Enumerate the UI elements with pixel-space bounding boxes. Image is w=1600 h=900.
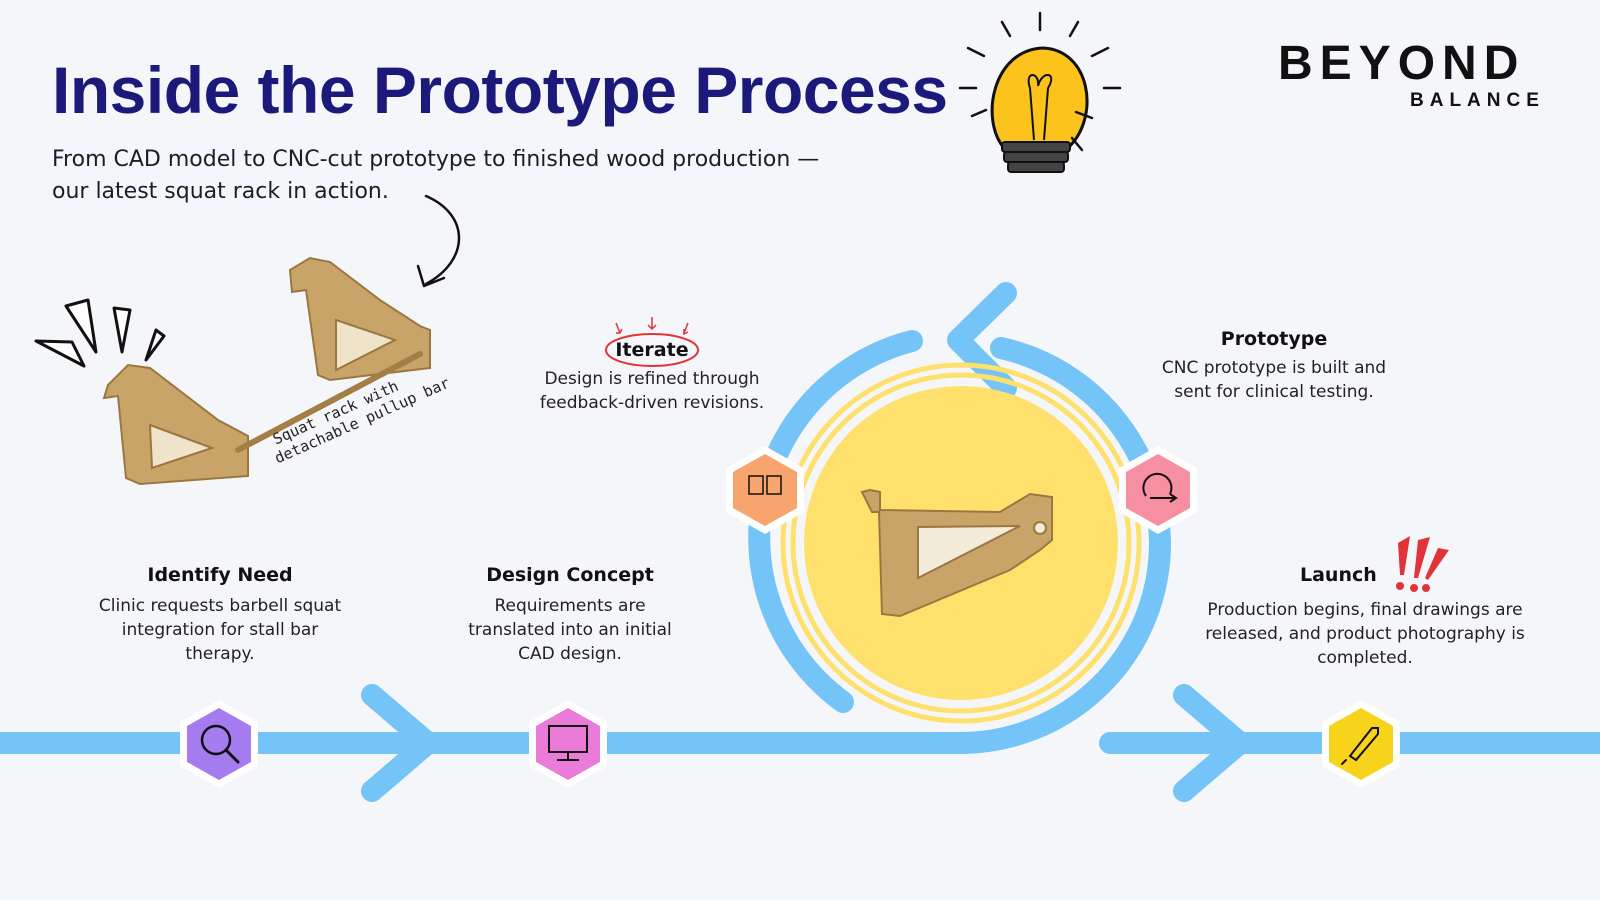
page-title: Inside the Prototype Process	[52, 53, 948, 127]
step-launch-title: Launch	[1300, 564, 1377, 586]
hex-identify-need	[180, 700, 258, 788]
step-description: Design is refined through feedback-drive…	[539, 369, 765, 413]
hex-design-concept	[529, 700, 607, 788]
flow-line	[0, 337, 1172, 754]
step-design-concept: Design Concept Requirements are translat…	[460, 564, 680, 666]
exclamation-marks-icon	[1396, 536, 1449, 592]
curved-arrow-icon	[424, 194, 461, 286]
hex-prototype	[1119, 446, 1197, 534]
step-identify-need: Identify Need Clinic requests barbell sq…	[90, 564, 350, 666]
step-description: CNC prototype is built and sent for clin…	[1161, 358, 1387, 402]
step-title: Identify Need	[147, 564, 293, 586]
rack-side-image	[860, 488, 1053, 618]
cycle-arrowhead	[947, 282, 1017, 399]
squat-rack-image	[102, 256, 431, 486]
arrow-chevron-2	[1173, 684, 1251, 802]
step-prototype: Prototype CNC prototype is built and sen…	[1158, 328, 1390, 404]
page-subtitle: From CAD model to CNC-cut prototype to f…	[52, 147, 820, 204]
iterate-highlight	[605, 333, 699, 367]
step-title: Prototype	[1220, 328, 1328, 350]
hex-launch	[1322, 700, 1400, 788]
lightbulb-icon	[958, 11, 1122, 173]
step-launch-description: Production begins, final drawings are re…	[1205, 600, 1525, 668]
emphasis-marks-icon	[34, 298, 166, 368]
step-description: Requirements are translated into an init…	[468, 596, 672, 664]
step-description: Clinic requests barbell squat integratio…	[98, 596, 342, 664]
iterate-arrows-icon	[615, 317, 689, 336]
step-iterate: Iterate Design is refined through feedba…	[530, 339, 774, 415]
step-title: Design Concept	[486, 564, 654, 586]
brand-logo-sub: BALANCE	[1410, 90, 1545, 111]
step-title: Iterate	[615, 339, 689, 361]
brand-logo: BEYOND	[1278, 37, 1526, 90]
arrow-chevron-1	[361, 684, 439, 802]
hex-iterate	[726, 446, 804, 534]
